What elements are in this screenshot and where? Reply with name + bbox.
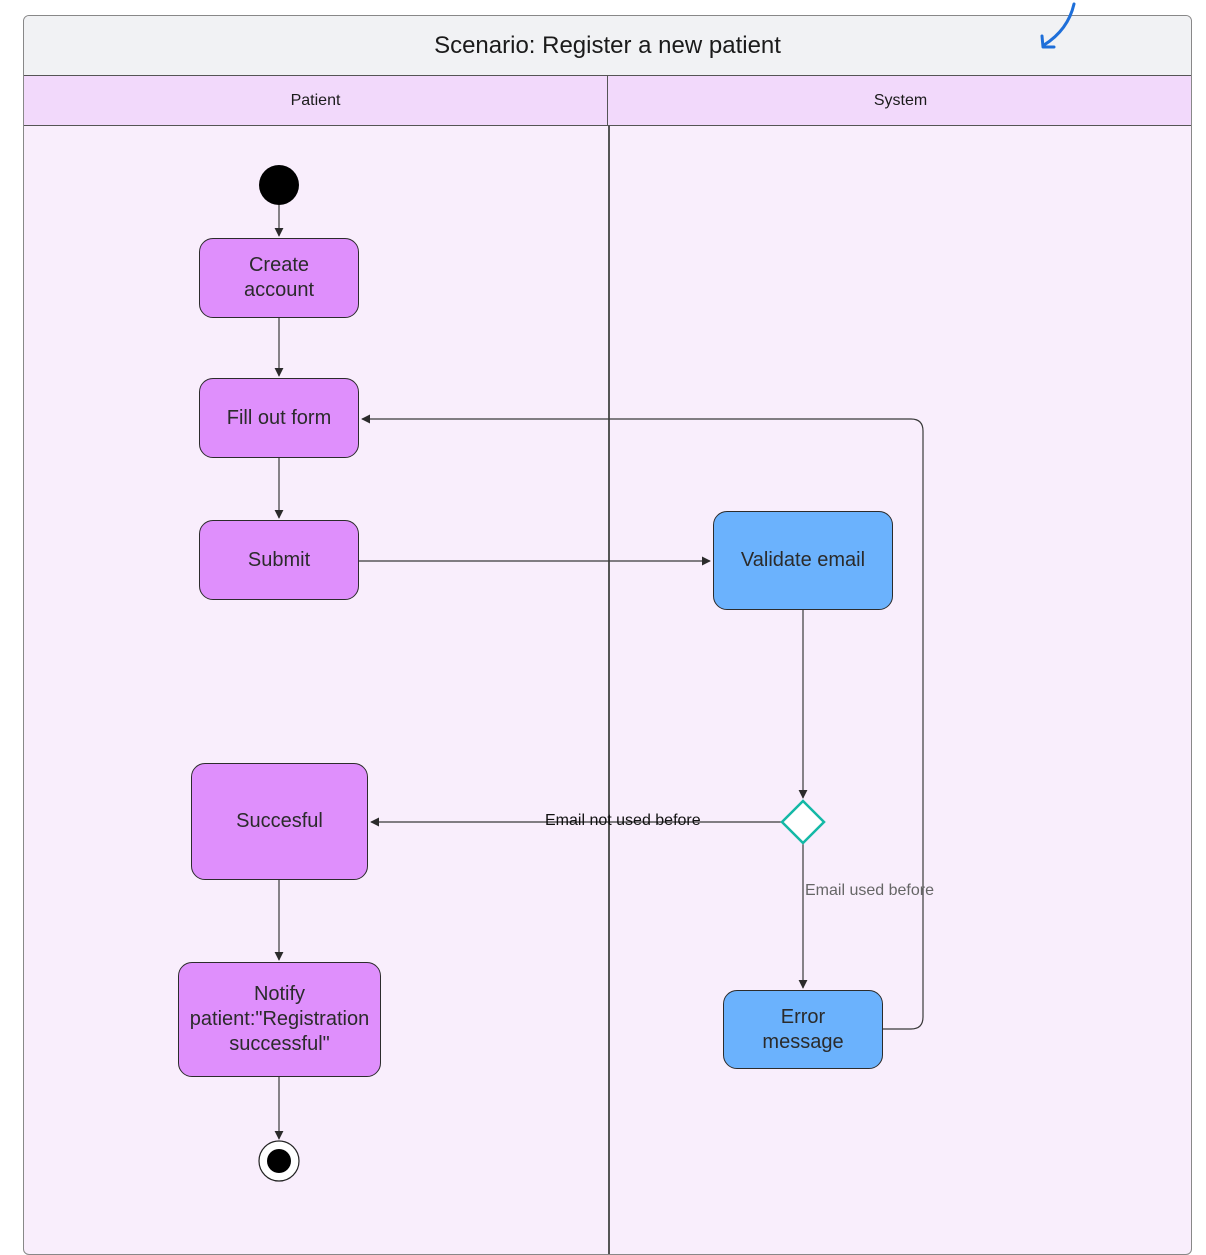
node-error-message[interactable]: Error message xyxy=(723,990,883,1069)
node-notify-patient[interactable]: Notify patient:"Registration successful" xyxy=(178,962,381,1077)
edge-label-email-not-used: Email not used before xyxy=(545,812,701,829)
node-submit[interactable]: Submit xyxy=(199,520,359,600)
end-node-core xyxy=(267,1149,291,1173)
node-create-account[interactable]: Create account xyxy=(199,238,359,318)
start-node xyxy=(259,165,299,205)
edge-label-email-used: Email used before xyxy=(805,882,934,899)
lane-header-system: System xyxy=(608,76,1191,126)
lane-header-patient: Patient xyxy=(24,76,608,126)
node-succesful[interactable]: Succesful xyxy=(191,763,368,880)
diagram-title: Scenario: Register a new patient xyxy=(24,16,1191,76)
pen-stroke-icon xyxy=(1040,2,1076,49)
lane-divider xyxy=(608,126,610,1254)
node-validate-email[interactable]: Validate email xyxy=(713,511,893,610)
node-fill-out-form[interactable]: Fill out form xyxy=(199,378,359,458)
decision-node xyxy=(780,799,826,845)
edge-error-to-fill xyxy=(361,414,924,1030)
